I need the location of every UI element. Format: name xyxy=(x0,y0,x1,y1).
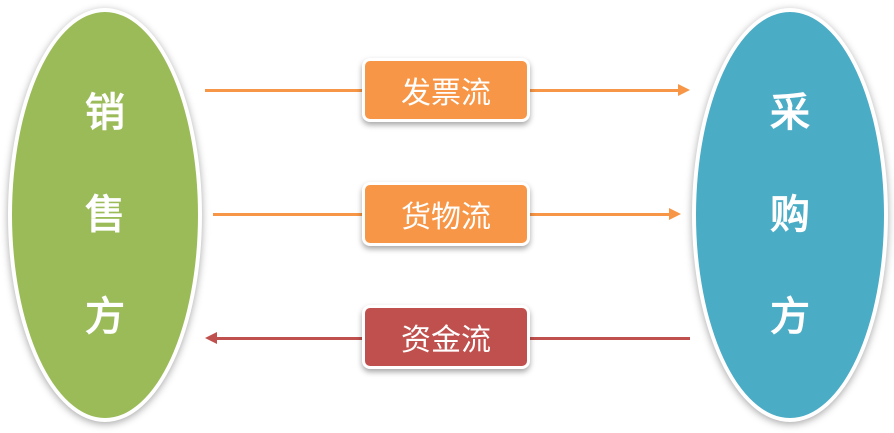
goods-flow-label: 货物流 xyxy=(401,200,491,235)
buyer-ellipse: 采 购 方 xyxy=(692,8,888,422)
funds-flow-box: 资金流 xyxy=(362,305,530,369)
funds-flow-label: 资金流 xyxy=(401,323,491,358)
buyer-char: 采 xyxy=(770,90,810,136)
invoice-flow-label: 发票流 xyxy=(401,76,491,111)
seller-char: 方 xyxy=(85,294,125,340)
invoice-flow-box: 发票流 xyxy=(362,58,530,122)
goods-flow-box: 货物流 xyxy=(362,182,530,246)
arrow-right-icon xyxy=(669,208,681,220)
arrow-left-icon xyxy=(205,332,217,344)
buyer-char: 购 xyxy=(770,192,810,238)
buyer-char: 方 xyxy=(770,294,810,340)
seller-char: 售 xyxy=(85,192,125,238)
arrow-right-icon xyxy=(678,84,690,96)
seller-char: 销 xyxy=(85,90,125,136)
seller-ellipse: 销 售 方 xyxy=(8,8,202,422)
